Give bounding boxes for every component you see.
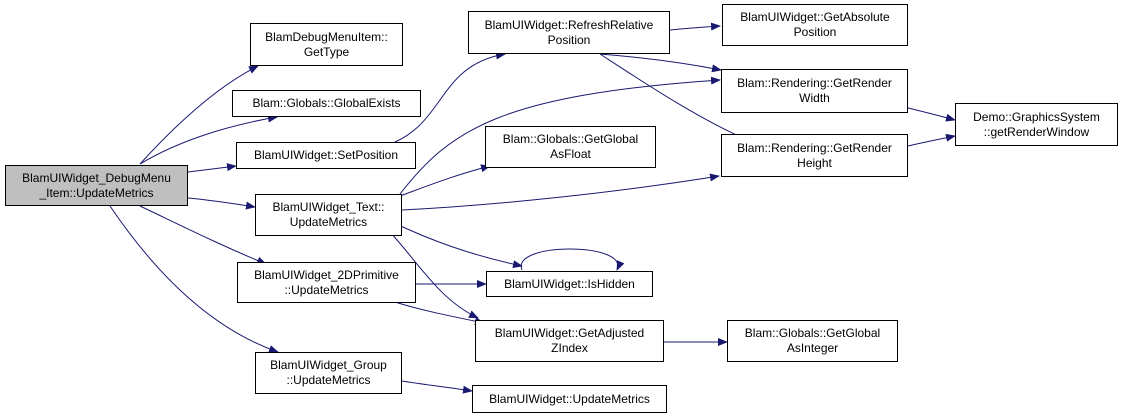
node-label: BlamDebugMenuItem:: GetType [265, 29, 388, 59]
node-label: BlamUIWidget::GetAbsolute Position [740, 10, 890, 39]
edge-text-to-ishidden [391, 221, 523, 269]
edge-group-to-uiupdate [401, 380, 473, 394]
node-label: Blam::Rendering::GetRender Height [737, 140, 892, 170]
node-refresh-relative-position[interactable]: BlamUIWidget::RefreshRelative Position [468, 11, 670, 54]
node-label: Blam::Globals::GetGlobal AsFloat [502, 132, 639, 161]
node-label: Demo::GraphicsSystem ::getRenderWindow [973, 109, 1100, 139]
edge-ishidden-self-loop [520, 248, 625, 271]
node-root-update-metrics[interactable]: BlamUIWidget_DebugMenu _Item::UpdateMetr… [5, 165, 188, 206]
node-2dprimitive-update-metrics[interactable]: BlamUIWidget_2DPrimitive ::UpdateMetrics [237, 262, 416, 303]
edge-setposition-to-refresh [394, 51, 506, 143]
node-is-hidden[interactable]: BlamUIWidget::IsHidden [486, 271, 653, 297]
edge-root-to-2d-update [139, 205, 267, 265]
node-debug-gettype[interactable]: BlamDebugMenuItem:: GetType [250, 23, 403, 66]
edge-refresh-to-renderheight [599, 53, 751, 142]
edge-root-to-globalexists [139, 114, 278, 165]
node-get-render-window[interactable]: Demo::GraphicsSystem ::getRenderWindow [955, 103, 1118, 146]
node-text-update-metrics[interactable]: BlamUIWidget_Text:: UpdateMetrics [255, 194, 402, 236]
node-set-position[interactable]: BlamUIWidget::SetPosition [236, 142, 416, 169]
node-get-global-as-integer[interactable]: Blam::Globals::GetGlobal AsInteger [727, 320, 898, 362]
node-get-global-as-float[interactable]: Blam::Globals::GetGlobal AsFloat [485, 126, 656, 168]
edge-text-to-renderwidth [399, 76, 721, 195]
node-label: Blam::Globals::GlobalExists [252, 96, 401, 110]
node-get-render-width[interactable]: Blam::Rendering::GetRender Width [721, 69, 908, 113]
edge-text-to-renderheight [401, 173, 720, 211]
node-label: BlamUIWidget::IsHidden [504, 276, 635, 291]
edge-2d-to-adjz [394, 301, 485, 326]
node-get-adjusted-zindex[interactable]: BlamUIWidget::GetAdjusted ZIndex [475, 320, 664, 362]
edge-refresh-to-absolute [669, 22, 721, 31]
node-label: BlamUIWidget_Text:: UpdateMetrics [272, 200, 385, 229]
node-uiwidget-update-metrics[interactable]: BlamUIWidget::UpdateMetrics [472, 385, 667, 413]
edge-text-to-getfloat [399, 164, 491, 197]
node-label: BlamUIWidget::GetAdjusted ZIndex [494, 326, 645, 355]
node-label: Blam::Globals::GetGlobal AsInteger [744, 326, 881, 355]
edge-renderheight-to-renderwindow [907, 133, 956, 147]
edge-text-to-adjz [389, 231, 479, 319]
node-label: Blam::Rendering::GetRender Width [737, 76, 892, 105]
node-label: BlamUIWidget_DebugMenu _Item::UpdateMetr… [22, 170, 171, 200]
node-get-render-height[interactable]: Blam::Rendering::GetRender Height [721, 134, 908, 177]
edge-renderwidth-to-renderwindow [907, 107, 956, 122]
node-label: BlamUIWidget::UpdateMetrics [489, 391, 650, 406]
node-label: BlamUIWidget::RefreshRelative Position [484, 17, 654, 47]
node-get-absolute-position[interactable]: BlamUIWidget::GetAbsolute Position [722, 4, 908, 46]
edge-root-to-setposition [187, 163, 237, 173]
edge-root-to-debug-gettype [139, 65, 259, 165]
node-global-exists[interactable]: Blam::Globals::GlobalExists [232, 90, 421, 117]
edge-root-to-text-update [187, 197, 256, 210]
node-label: BlamUIWidget::SetPosition [253, 148, 399, 162]
edge-root-to-group-update [109, 205, 279, 353]
edge-refresh-to-renderwidth [599, 53, 722, 73]
node-label: BlamUIWidget_2DPrimitive ::UpdateMetrics [254, 267, 399, 297]
node-group-update-metrics[interactable]: BlamUIWidget_Group ::UpdateMetrics [255, 352, 402, 394]
node-label: BlamUIWidget_Group ::UpdateMetrics [270, 358, 387, 387]
